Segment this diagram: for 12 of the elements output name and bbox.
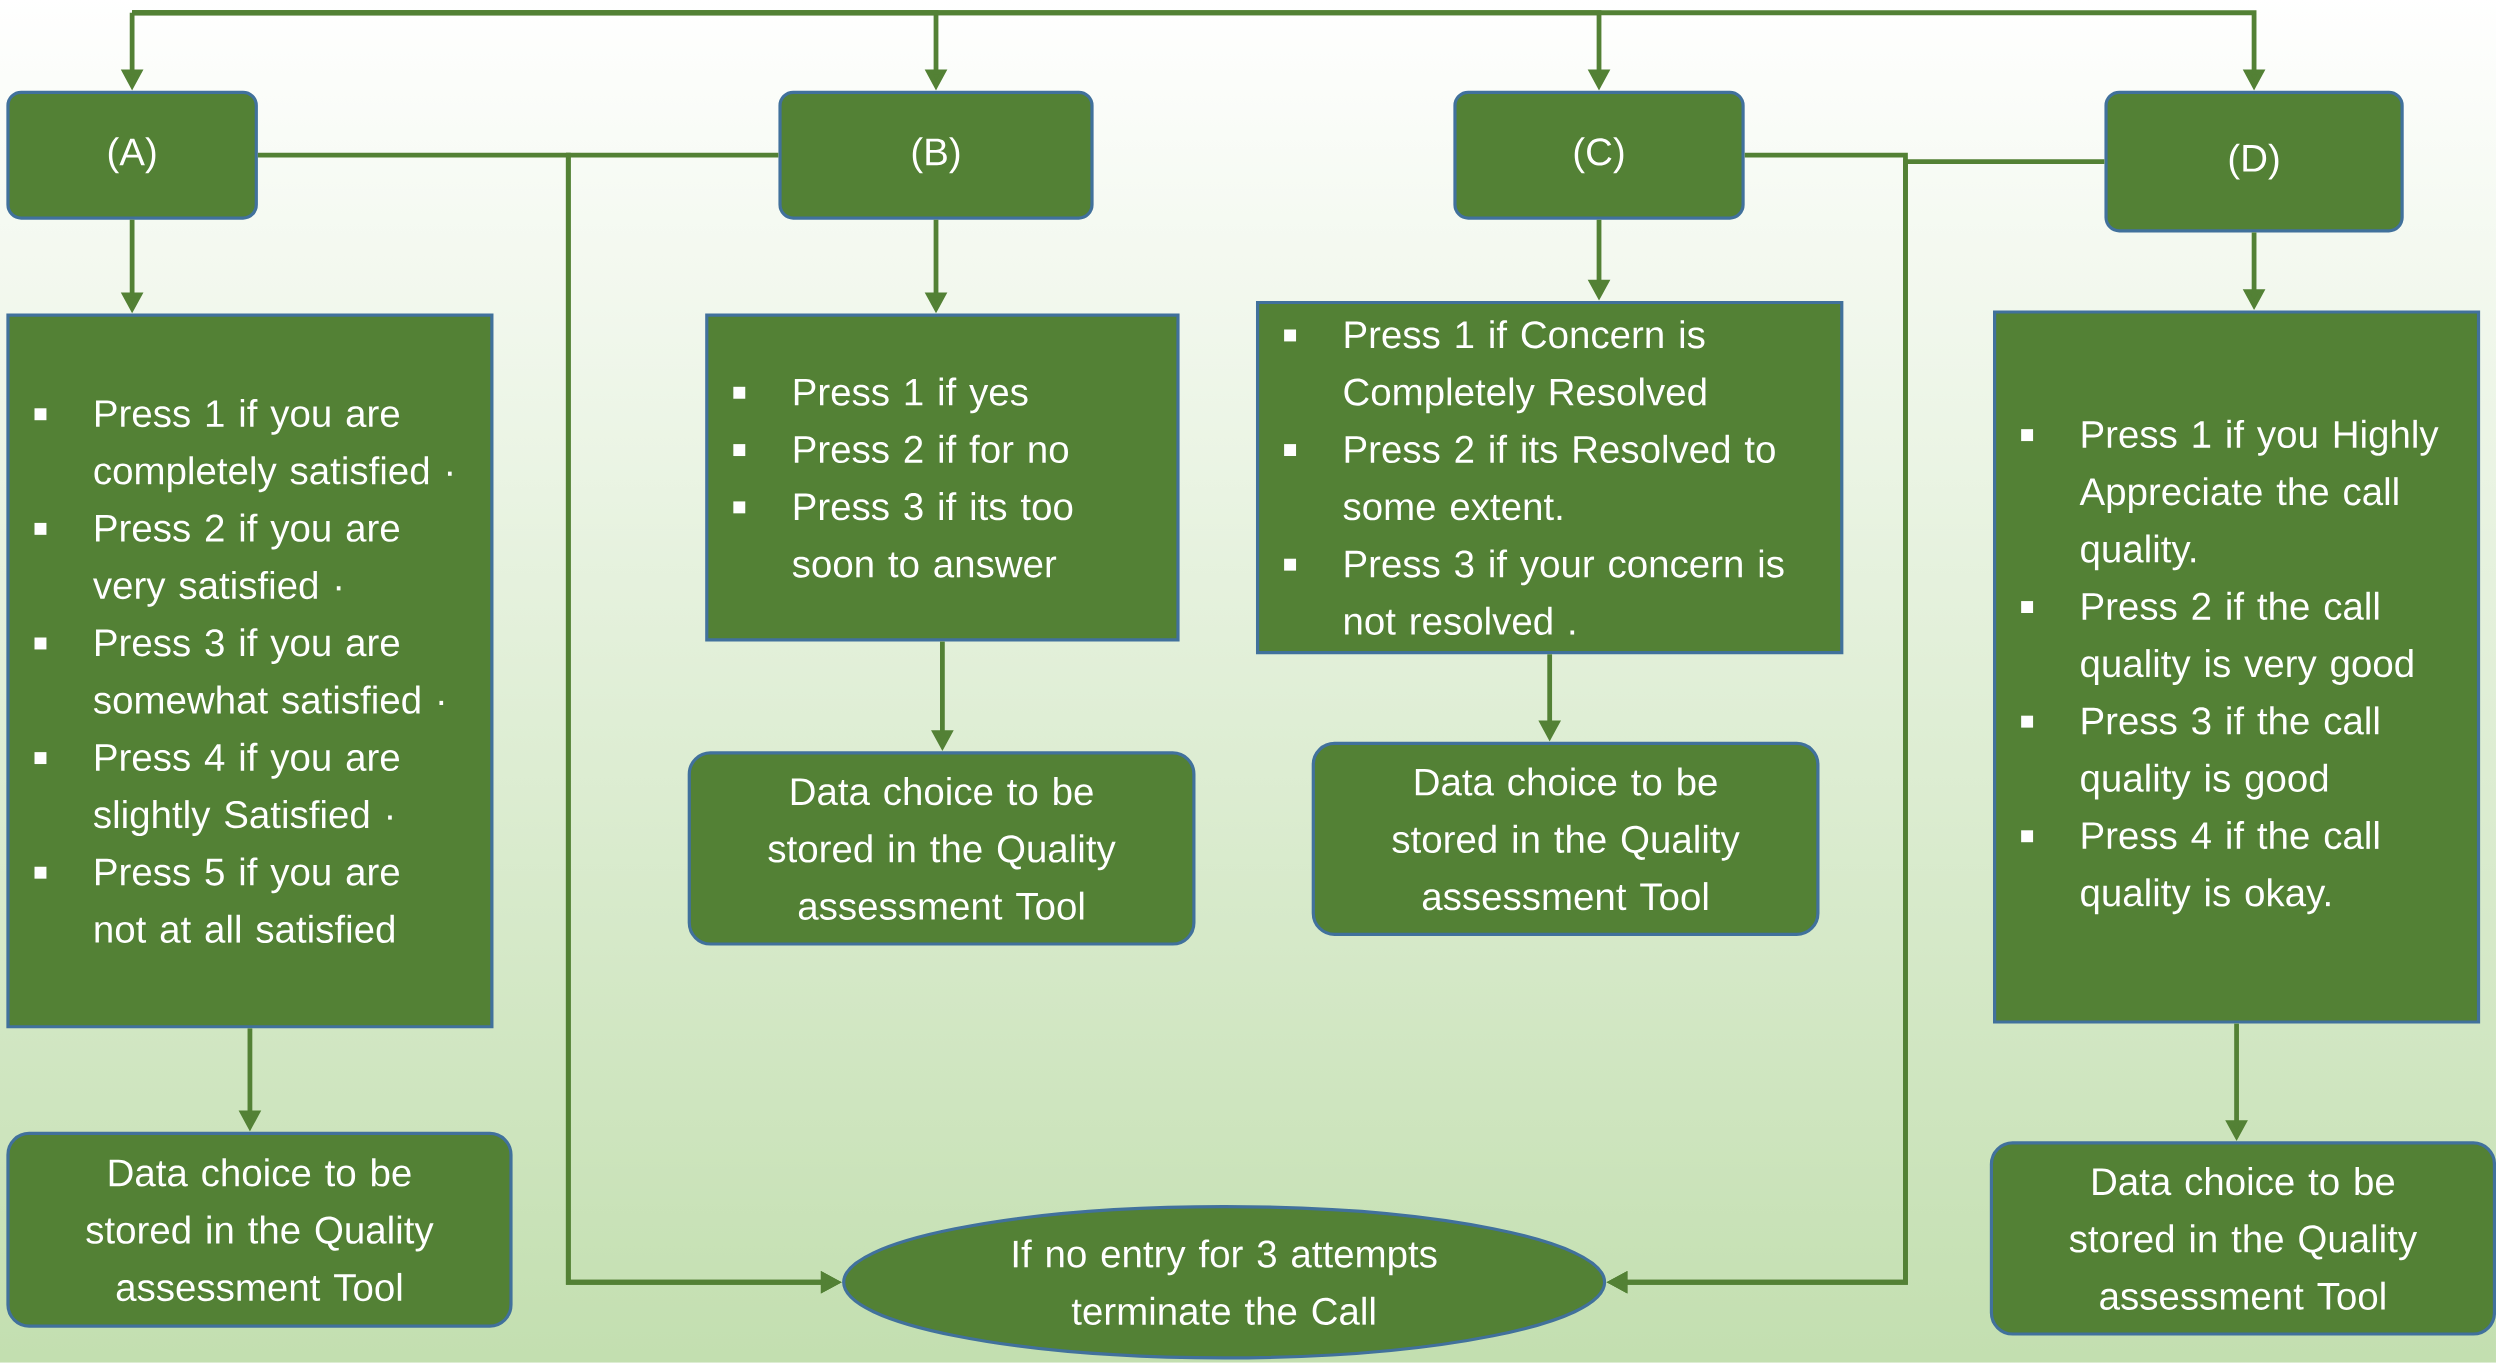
header-box: (D) [2104, 90, 2404, 233]
header-box: (C) [1453, 90, 1745, 220]
header-box: (B) [778, 90, 1094, 220]
data-box: Data choice to be stored in the Quality assessment Tool [1311, 742, 1820, 937]
data-box: Data choice to be stored in the Quality assessment Tool [1989, 1141, 2496, 1336]
data-box: Data choice to be stored in the Quality assessment Tool [687, 751, 1196, 946]
option-list-box: Press 1 if you Highly Appreciate the call quality. Press 2 if the call quality is very good Press 3 if the call quality is good Press 4 if the call quality is okay. [1993, 310, 2481, 1024]
option-list-box: Press 1 if Concern is Completely Resolved Press 2 if its Resolved to some extent. Press 3 if your concern is not resolved . [1256, 301, 1844, 655]
option-list-box: Press 1 if you are completely satisfied · Press 2 if you are very satisfied · Press 3 if you are somewhat satisfied · Press 4 if you are slightly Satisfied · Press 5 if you are not at all satisfied [6, 313, 494, 1029]
option-list-box: Press 1 if yes Press 2 if for no Press 3 if its too soon to answer [705, 313, 1180, 642]
header-box: (A) [6, 90, 258, 220]
data-box: Data choice to be stored in the Quality assessment Tool [6, 1132, 513, 1328]
